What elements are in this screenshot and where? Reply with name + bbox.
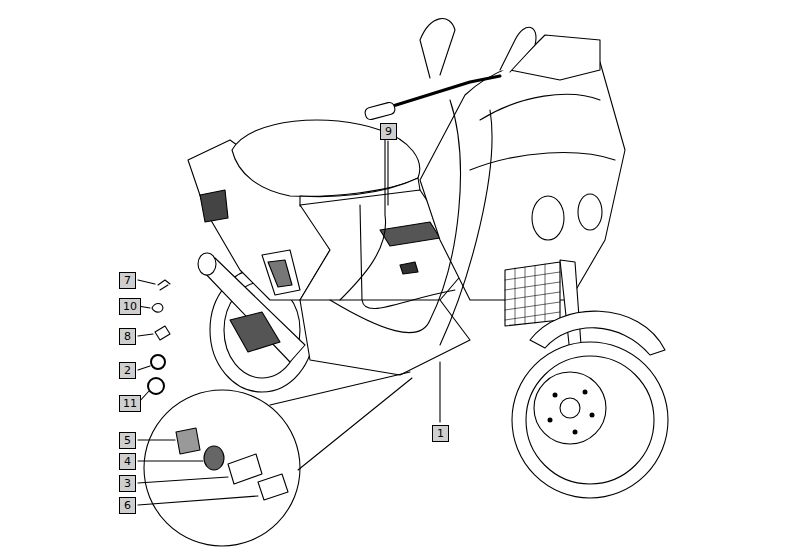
callout-number: 2 (119, 362, 136, 379)
callout-number: 3 (119, 475, 136, 492)
callout-number: 6 (119, 497, 136, 514)
callout-number: 9 (380, 123, 397, 140)
callout-number: 11 (119, 395, 141, 412)
callout-number: 10 (119, 298, 141, 315)
callout-number: 8 (119, 328, 136, 345)
callout-number: 1 (432, 425, 449, 442)
callout-number: 7 (119, 272, 136, 289)
callout-number: 4 (119, 453, 136, 470)
callout-number: 5 (119, 432, 136, 449)
